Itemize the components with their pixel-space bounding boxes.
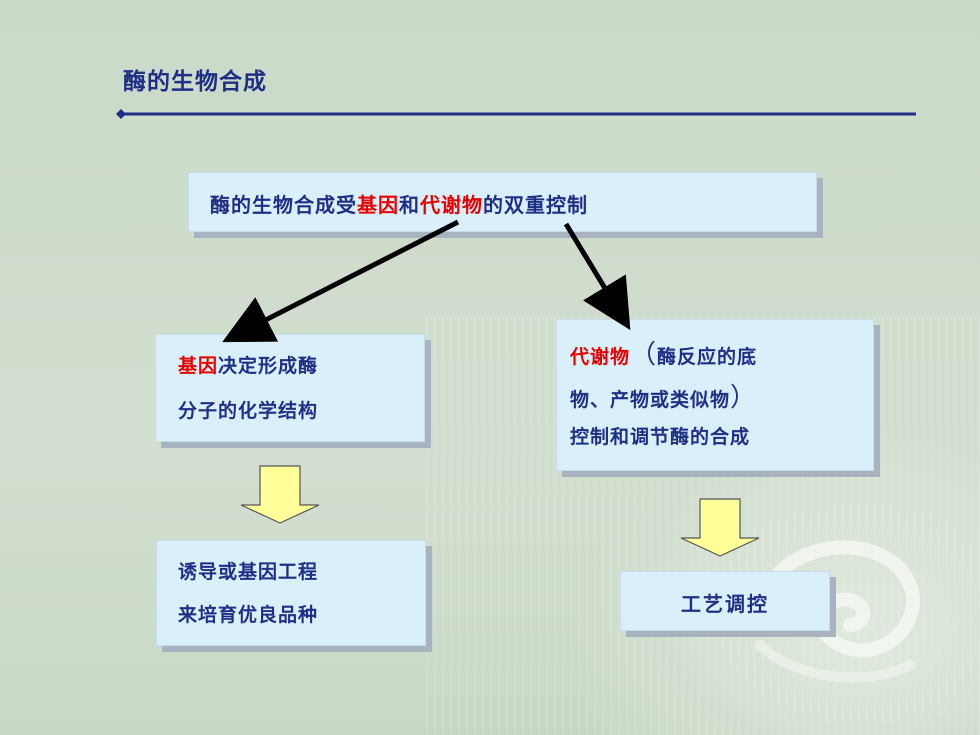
gene-line-1-text: 决定形成酶 [218, 355, 319, 377]
gene-line-2: 分子的化学结构 [178, 400, 319, 422]
gene-highlight: 基因 [357, 193, 399, 217]
metabolite-line-1: 代谢物（酶反应的底 [557, 320, 873, 371]
gene-determines-structure-box: 基因决定形成酶 分子的化学结构 [155, 334, 425, 442]
statement-suffix: 的双重控制 [483, 193, 588, 217]
gene-line-1: 基因决定形成酶 [156, 335, 424, 378]
title-underline [116, 109, 916, 119]
decorative-swirl-ornament [755, 540, 920, 683]
breeding-line-2: 来培育优良品种 [178, 604, 319, 626]
paren-close: ） [730, 383, 758, 413]
control-statement: 酶的生物合成受基因和代谢物的双重控制 [189, 173, 816, 218]
metabolite-line-1-text: 酶反应的底 [657, 346, 758, 368]
metabolite-highlight: 代谢物 [420, 193, 483, 217]
gene-highlight: 基因 [178, 355, 219, 377]
breeding-line-1: 诱导或基因工程 [178, 561, 319, 583]
statement-prefix: 酶的生物合成受 [210, 193, 357, 217]
metabolite-control-box: 代谢物（酶反应的底 物、产物或类似物） 控制和调节酶的合成 [556, 319, 874, 471]
process-control-box: 工艺调控 [620, 571, 830, 631]
breeding-result-box: 诱导或基因工程 来培育优良品种 [156, 540, 426, 646]
enzyme-synthesis-control-box: 酶的生物合成受基因和代谢物的双重控制 [188, 172, 817, 232]
process-control-label: 工艺调控 [681, 592, 769, 616]
page-title: 酶的生物合成 [123, 69, 267, 95]
metabolite-line-3: 控制和调节酶的合成 [570, 426, 751, 448]
statement-and: 和 [399, 193, 420, 217]
metabolite-line-2-text: 物、产物或类似物 [570, 389, 731, 411]
paren-open: （ [630, 340, 658, 370]
metabolite-line-2: 物、产物或类似物） [557, 371, 873, 414]
metabolite-highlight: 代谢物 [570, 346, 631, 368]
